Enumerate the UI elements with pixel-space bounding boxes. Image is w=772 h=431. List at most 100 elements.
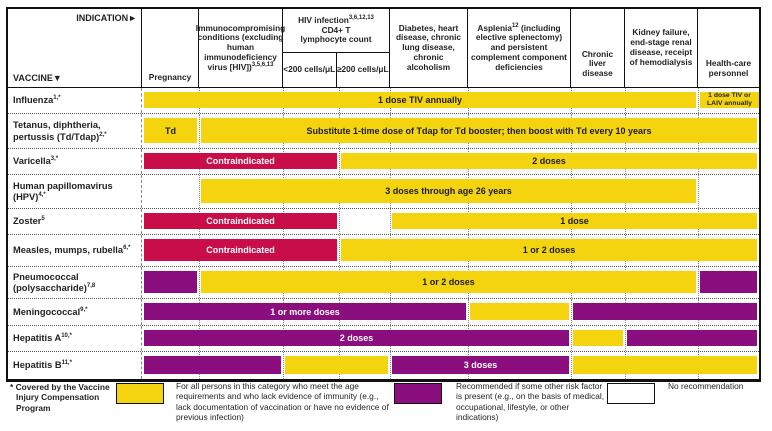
schedule-bar-risk [144, 356, 281, 374]
column-divider [390, 209, 391, 234]
column-divider [339, 209, 340, 234]
legend-text-for-all: For all persons in this category who mee… [176, 381, 389, 422]
row-chart-area: 1 or more doses [142, 299, 759, 325]
column-divider [571, 352, 572, 379]
schedule-bar-risk: 3 doses [392, 356, 569, 374]
column-divider [698, 88, 699, 113]
schedule-bar-for_all: Substitute 1-time dose of Tdap for Td bo… [201, 118, 757, 143]
legend: * Covered by the Vaccine Injury Compensa… [0, 376, 772, 431]
table-row: Tetanus, diphtheria, pertussis (Td/Tdap)… [8, 113, 759, 148]
column-header-immunocompromising: Immunocompromising conditions (excluding… [196, 9, 285, 87]
footnote-superscript: 3,6,12,13 [348, 15, 374, 22]
hiv-subcolumns: <200 cells/μL ≥200 cells/μL [283, 53, 389, 87]
footnote-superscript: 6,* [123, 245, 131, 252]
column-divider [199, 114, 200, 148]
column-divider [339, 149, 340, 174]
schedule-bar-for_all: 1 or 2 doses [201, 271, 696, 293]
header-corner-cell: INDICATION► VACCINE▼ [8, 9, 142, 87]
vaccine-header-label: VACCINE▼ [13, 73, 62, 84]
vaccine-row-label: Influenza1,* [8, 88, 142, 113]
schedule-bar-risk [627, 330, 757, 346]
hiv-group-title: HIV infection3,6,12,13 CD4+ T lymphocyte… [283, 9, 389, 53]
column-divider [571, 299, 572, 325]
column-divider [698, 267, 699, 298]
schedule-bar-for_all: 3 doses through age 26 years [201, 179, 696, 203]
vaccine-row-label: Human papillomavirus (HPV)4,* [8, 175, 142, 208]
vaccine-indication-table: INDICATION► VACCINE▼ Pregnancy Immunocom… [6, 7, 761, 382]
table-row: Meningococcal9,*1 or more doses [8, 298, 759, 325]
column-divider [199, 267, 200, 298]
table-row: Hepatitis B11,* 3 doses [8, 351, 759, 379]
schedule-bar-for_all: 1 dose TIV or LAIV annually [700, 92, 759, 108]
row-chart-area: 3 doses through age 26 years [142, 175, 759, 208]
footnote-superscript: 12 [511, 22, 519, 29]
column-header-hiv-group: HIV infection3,6,12,13 CD4+ T lymphocyte… [283, 9, 390, 87]
footnote-superscript: 10,* [61, 333, 72, 340]
legend-swatch-for-all [116, 383, 164, 404]
row-chart-area: 1 or 2 doses [142, 267, 759, 298]
table-row: Hepatitis A10,*2 doses [8, 325, 759, 351]
footnote-superscript: 4,* [38, 191, 46, 198]
row-chart-area: Contraindicated 1 dose [142, 209, 759, 234]
schedule-bar-for_all [470, 303, 569, 320]
footnote-superscript: 3,5,6,13 [251, 61, 274, 68]
column-header-asplenia: Asplenia12 (including elective splenecto… [468, 9, 571, 87]
legend-text-no-recommendation: No recommendation [668, 381, 744, 391]
footnote-superscript: 1,* [53, 95, 61, 102]
table-row: Pneumococcal (polysaccharide)7,8 1 or 2 d… [8, 266, 759, 298]
vaccine-row-label: Pneumococcal (polysaccharide)7,8 [8, 267, 142, 298]
column-header-healthcare-personnel: Health-care personnel [705, 58, 752, 79]
column-header-pregnancy: Pregnancy [142, 9, 199, 87]
schedule-bar-risk [700, 271, 757, 293]
schedule-bar-for_all: 1 dose [392, 213, 757, 229]
vicp-footnote: * Covered by the Vaccine Injury Compensa… [10, 382, 110, 413]
column-divider [571, 326, 572, 351]
column-divider [468, 299, 469, 325]
column-header-diabetes: Diabetes, heart disease, chronic lung di… [390, 9, 468, 87]
schedule-bar-risk: 2 doses [144, 330, 569, 346]
vaccine-row-label: Measles, mumps, rubella6,* [8, 235, 142, 266]
legend-text-risk-factor: Recommended if some other risk factor is… [456, 381, 605, 422]
schedule-bar-risk [573, 303, 757, 320]
schedule-bar-contraindicated: Contraindicated [144, 213, 337, 229]
column-divider [339, 235, 340, 266]
table-row: Human papillomavirus (HPV)4,* 3 doses thr… [8, 174, 759, 208]
column-header-chronic-liver: Chronic liver disease [571, 9, 625, 87]
schedule-bar-for_all: 2 doses [341, 153, 757, 169]
table-header: INDICATION► VACCINE▼ Pregnancy Immunocom… [8, 9, 759, 88]
schedule-bar-for_all [573, 330, 623, 346]
vaccine-row-label: Hepatitis A10,* [8, 326, 142, 351]
vaccine-row-label: Meningococcal9,* [8, 299, 142, 325]
footnote-superscript: 9,* [80, 306, 88, 313]
vaccine-row-label: Tetanus, diphtheria, pertussis (Td/Tdap)… [8, 114, 142, 148]
schedule-bar-risk [144, 271, 197, 293]
column-divider [199, 175, 200, 208]
footnote-superscript: 7,8 [86, 282, 96, 289]
schedule-bar-contraindicated: Contraindicated [144, 153, 337, 169]
schedule-bar-for_all [573, 356, 757, 374]
schedule-bar-for_all: Td [144, 118, 197, 143]
vaccine-row-label: Hepatitis B11,* [8, 352, 142, 379]
footnote-superscript: 11,* [61, 360, 72, 367]
legend-swatch-no-recommendation [607, 383, 655, 404]
table-row: Measles, mumps, rubella6,*Contraindicate… [8, 234, 759, 266]
column-divider [390, 352, 391, 379]
column-header-kidney-failure: Kidney failure, end-stage renal disease,… [625, 9, 698, 87]
footnote-superscript: 5 [41, 216, 45, 223]
footnote-superscript: 3,* [50, 156, 59, 163]
row-chart-area: 3 doses [142, 352, 759, 379]
footnote-superscript: 2,* [99, 131, 107, 138]
vaccine-row-label: Varicella3,* [8, 149, 142, 174]
schedule-bar-for_all [285, 356, 388, 374]
legend-swatch-risk-factor [394, 383, 442, 404]
schedule-bar-for_all: 1 dose TIV annually [144, 92, 696, 108]
column-header-cd4-high: ≥200 cells/μL [336, 64, 389, 75]
column-header-cd4-low: <200 cells/μL [283, 53, 337, 87]
schedule-bar-for_all: 1 or 2 doses [341, 239, 757, 261]
vaccine-row-label: Zoster5 [8, 209, 142, 234]
